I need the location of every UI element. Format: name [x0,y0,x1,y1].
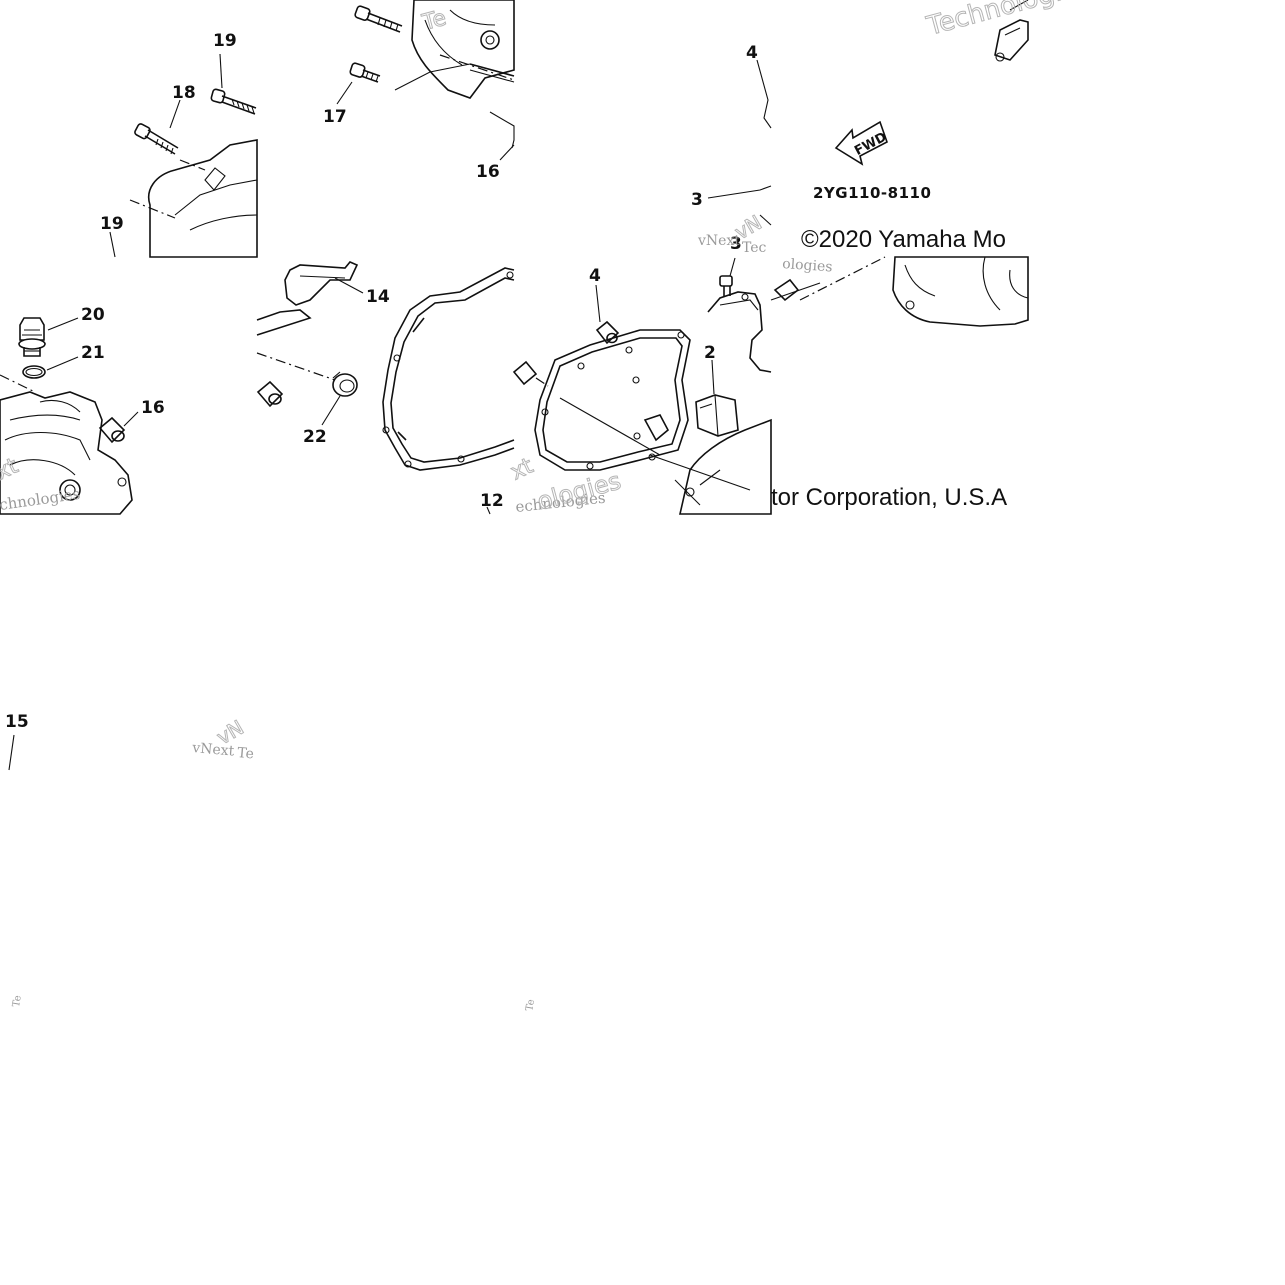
leader-line [595,284,601,323]
leader-line [756,59,772,129]
crankcase-cover-left-upper [129,139,258,258]
callout-14: 14 [366,287,390,307]
svg-text:xt: xt [0,453,22,485]
oil-seal-part-22 [332,371,358,397]
gasket-part-12 [382,267,515,471]
callout-21: 21 [81,343,105,363]
copyright-line-2: tor Corporation, U.S.A [771,484,1007,511]
leader-line [336,81,353,105]
crankcase-cover-left-lower [0,374,133,515]
bracket-part-top-right [994,0,1029,62]
callout-16: 16 [476,162,500,182]
leader-line [321,395,341,426]
sensor-part-2 [695,394,739,437]
leader-line [486,506,491,515]
watermark-brand: vNext [697,233,740,249]
callout-3: 3 [730,234,742,254]
svg-text:ologies: ologies [782,256,833,275]
svg-text:Tec: Tec [742,240,767,256]
bolt-part-17 [349,62,381,83]
fwd-arrow-icon: FWD [834,120,889,166]
bolt-part-19-upper [354,5,403,33]
callout-12: 12 [480,491,504,511]
bracket-part-14 [256,261,359,336]
watermark-brand: vNext [191,740,236,760]
svg-text:chnologies: chnologies [0,485,81,514]
callout-20: 20 [81,305,105,325]
leader-line [711,359,715,395]
callout-19: 19 [213,31,237,51]
dowel-pin-left-t7 [512,360,549,387]
leader-line [109,231,116,258]
crankcase-cover-right-upper [770,256,1029,327]
callout-18: 18 [172,83,196,103]
bolt-part-3 [719,275,733,296]
leader-line [489,111,515,149]
callout-2: 2 [704,343,716,363]
gasket-cover-right [534,329,691,471]
svg-text:Technologies: Technologies [923,0,1093,42]
bolt-part-18 [134,123,179,155]
callout-22: 22 [303,427,327,447]
leader-line [47,317,79,331]
dowel-pin-left [256,380,284,408]
o-ring-part-21 [22,365,46,379]
leader-line [219,53,223,89]
leader-line [46,356,79,371]
leader-line [169,99,181,129]
bolt-part-19-top [210,88,257,115]
callout-4: 4 [589,266,601,286]
svg-text:xt: xt [507,453,538,485]
bracket-part-3-lower [707,291,772,373]
leader-line [123,411,139,427]
callout-17: 17 [323,107,347,127]
callout-19: 19 [100,214,124,234]
svg-text:Te: Te [419,6,449,36]
dowel-pin-part-16 [98,416,126,444]
svg-text:Te: Te [524,998,537,1012]
svg-text:Te: Te [237,745,255,762]
crankcase-cover-upper [411,0,515,99]
callout-3: 3 [691,190,703,210]
crankcase-cover-right-edge [649,418,772,515]
leader-line [334,277,364,294]
leader-line [499,144,515,161]
leader-line [707,185,772,199]
leader-line [8,734,15,771]
leader-line [394,63,471,91]
callout-4: 4 [746,43,758,63]
oil-filler-plug-part-20 [18,317,46,357]
callout-15: 15 [5,712,29,732]
leader-line [759,214,772,226]
svg-text:Te: Te [11,994,24,1008]
callout-16: 16 [141,398,165,418]
leader-line [729,257,736,277]
part-number: 2YG110-8110 [813,184,931,202]
copyright-line-1: ©2020 Yamaha Mo [801,226,1006,253]
